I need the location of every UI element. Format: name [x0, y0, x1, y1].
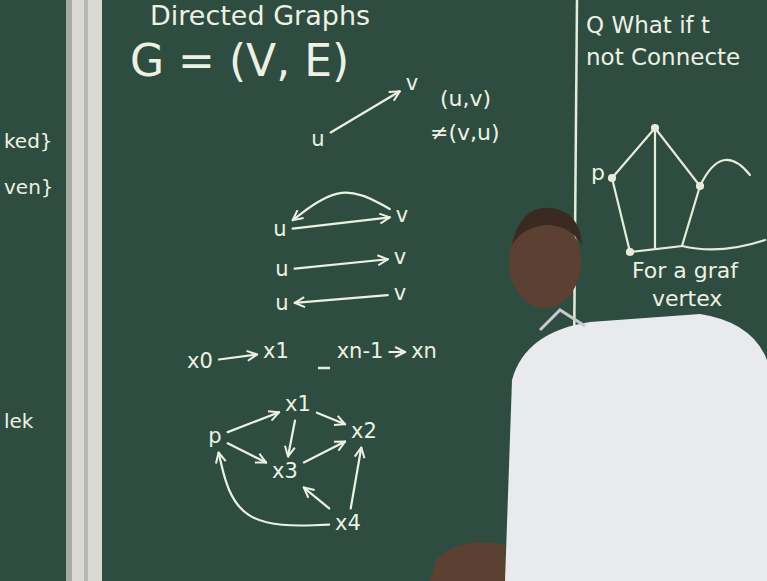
directed-edge — [304, 442, 345, 463]
divider-line — [574, 0, 577, 360]
chalk-note: (u,v) — [440, 86, 491, 111]
vertex-name: v — [396, 203, 408, 227]
vertex-name: x0 — [187, 349, 213, 373]
vertex-label: xn — [408, 339, 440, 364]
graph-outline — [612, 128, 700, 252]
vertex-label: v — [403, 71, 421, 96]
directed-edge — [228, 412, 279, 432]
chalk-note: vertex — [652, 286, 722, 311]
directed-edge — [389, 351, 405, 353]
vertex-label: u — [270, 217, 289, 242]
vertex-name: xn-1 — [337, 339, 384, 363]
chalk-note: ven} — [4, 176, 54, 199]
chalk-note: ≠(v,u) — [430, 120, 500, 145]
region-curve — [682, 240, 765, 249]
vertex-name: x3 — [272, 459, 298, 483]
vertex-name: u — [311, 127, 324, 151]
vertex-label: x0 — [184, 349, 216, 374]
vertex-label: u — [308, 127, 327, 152]
hand — [430, 542, 505, 581]
chalk-note: Q What if t — [586, 12, 710, 38]
graph-edge — [654, 128, 656, 248]
collar — [540, 310, 585, 330]
vertex-label: x1 — [260, 339, 292, 364]
vertex-label: u — [272, 257, 291, 282]
chalk-note: G = (V, E) — [130, 36, 349, 87]
directed-edge — [228, 443, 266, 462]
chalk-note: p — [591, 160, 605, 185]
vertex-label: x1 — [282, 392, 314, 417]
ellipsis-dash — [318, 367, 330, 370]
vertex-name: xn — [411, 339, 437, 363]
directed-edge — [317, 413, 345, 425]
vertex-name: x1 — [285, 392, 311, 416]
board-title: Directed Graphs — [150, 0, 370, 31]
directed-edge — [351, 448, 362, 509]
vertex-label: x4 — [332, 511, 364, 536]
vertex-name: x4 — [335, 511, 361, 535]
vertex-name: u — [275, 291, 288, 315]
vertex-label: u — [272, 291, 291, 316]
vertex-name: v — [394, 281, 406, 305]
graph-edge — [700, 160, 750, 186]
vertex-label: x3 — [269, 459, 301, 484]
vertex-label: v — [391, 281, 409, 306]
lecturer-figure — [430, 208, 767, 581]
vertex-name: p — [208, 424, 221, 448]
side-graph-sketch — [609, 125, 765, 255]
board-frame-groove — [84, 0, 88, 581]
vertex-name: u — [275, 257, 288, 281]
board-frame — [66, 0, 102, 581]
vertex-name: u — [273, 217, 286, 241]
directed-edge — [295, 259, 388, 268]
directed-edge — [219, 354, 257, 359]
chalk-note: ked} — [4, 130, 53, 153]
directed-edge — [293, 217, 390, 228]
vertex-dot — [652, 125, 658, 131]
shirt — [505, 314, 767, 581]
vertex-name: x2 — [351, 419, 377, 443]
vertex-label: xn-1 — [334, 339, 387, 364]
directed-edge — [288, 421, 295, 457]
vertex-label: p — [205, 424, 224, 449]
vertex-dot — [697, 183, 703, 189]
vertex-label: v — [393, 203, 411, 228]
vertex-dot — [609, 175, 615, 181]
chalk-note: For a graf — [632, 258, 738, 283]
vertex-name: v — [394, 245, 406, 269]
vertex-label: x2 — [348, 419, 380, 444]
directed-edge — [293, 193, 390, 221]
chalk-note: not Connecte — [586, 44, 740, 70]
board-frame-edge — [66, 0, 72, 581]
hair — [512, 208, 582, 245]
directed-edge — [304, 488, 329, 509]
directed-edge — [295, 295, 388, 303]
vertex-name: v — [406, 71, 418, 95]
chalk-note: lek — [4, 410, 33, 433]
vertex-dot — [627, 249, 633, 255]
vertex-name: x1 — [263, 339, 289, 363]
directed-edge — [331, 91, 400, 132]
vertex-label: v — [391, 245, 409, 270]
directed-edge — [219, 453, 330, 526]
